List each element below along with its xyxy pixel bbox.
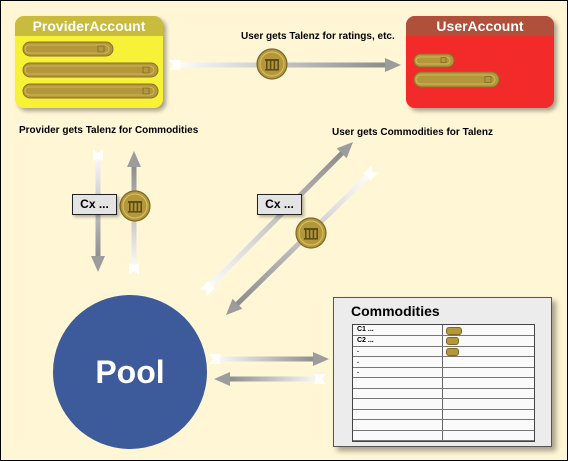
arrow-commodities-to-pool: [214, 372, 326, 386]
coin-stack: [413, 71, 500, 88]
table-row: [353, 430, 534, 441]
arrow-pool-to-commodities: [209, 352, 329, 366]
user-account-box: UserAccount: [406, 16, 554, 108]
talenz-coin-icon: [295, 217, 327, 249]
arrowhead-icon: [214, 372, 230, 386]
arrowhead-icon: [91, 256, 105, 272]
arrowhead-icon: [385, 58, 401, 72]
provider-account-title: ProviderAccount: [15, 16, 163, 36]
table-row: .: [353, 357, 534, 368]
commodities-panel: Commodities C1 ... C2 ......: [333, 297, 552, 447]
table-row: [353, 378, 534, 389]
talenz-coin-icon: [446, 337, 459, 345]
arrowhead-icon: [127, 151, 141, 167]
coin-stack: [413, 53, 455, 68]
table-row: [353, 409, 534, 420]
table-row: [353, 420, 534, 431]
commodity-name: C2 ...: [357, 336, 374, 344]
table-row: .: [353, 367, 534, 378]
talenz-coin-icon: [446, 326, 462, 335]
pool-circle: Pool: [53, 295, 207, 449]
commodities-title: Commodities: [351, 303, 440, 319]
table-row: .: [353, 346, 534, 357]
provider-coin-stacks: [22, 41, 159, 99]
exchange-box-right: Cx ...: [257, 194, 302, 215]
label-user-ratings: User gets Talenz for ratings, etc.: [241, 31, 395, 42]
exchange-box-left: Cx ...: [72, 194, 117, 215]
user-coin-stacks: [413, 53, 500, 88]
coin-stack: [22, 83, 159, 99]
arrow-pool-up-to-provider: [127, 151, 141, 275]
arrow-pool-to-user: [199, 141, 354, 297]
arrowhead-icon: [313, 352, 329, 366]
coin-stack: [22, 62, 159, 78]
user-account-title: UserAccount: [406, 16, 554, 36]
commodity-name: .: [357, 347, 359, 354]
label-provider-commodities: Provider gets Talenz for Commodities: [19, 125, 199, 136]
label-user-commodities: User gets Commodities for Talenz: [332, 127, 493, 138]
commodity-name: C1 ...: [357, 326, 374, 333]
table-row: C2 ...: [353, 336, 534, 347]
table-row: C1 ...: [353, 325, 534, 336]
arrowhead-icon: [225, 298, 243, 316]
table-row: [353, 388, 534, 399]
table-column-divider: [442, 325, 443, 441]
coin-stack: [22, 41, 114, 57]
talenz-coin-icon: [446, 347, 459, 356]
commodities-table: C1 ... C2 ......: [352, 324, 535, 442]
commodity-name: .: [357, 357, 359, 365]
commodity-name: .: [357, 368, 359, 375]
table-row: [353, 399, 534, 410]
arrowhead-icon: [336, 141, 354, 159]
talenz-coin-icon: [256, 48, 288, 80]
provider-account-box: ProviderAccount: [15, 16, 163, 108]
talenz-coin-icon: [119, 190, 151, 222]
